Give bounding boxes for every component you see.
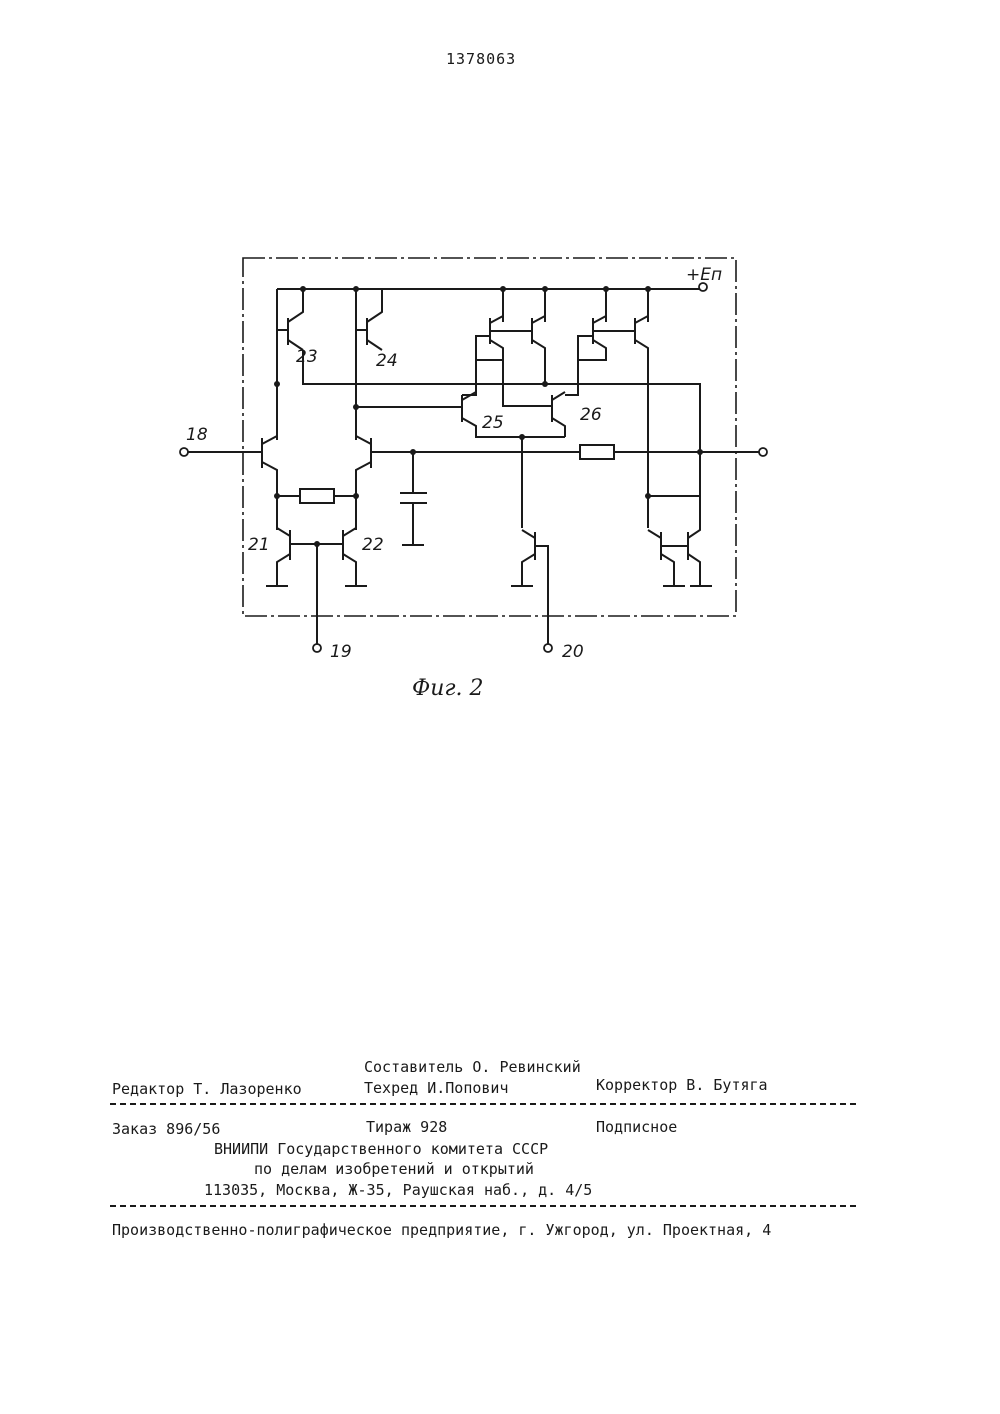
current-source-transistor: [511, 530, 548, 645]
editor: Редактор Т. Лазоренко: [112, 1080, 302, 1098]
supply-label: +Eп: [686, 265, 722, 285]
label-20: 20: [562, 642, 584, 662]
label-22: 22: [362, 535, 384, 555]
order: Заказ 896/56: [112, 1120, 220, 1138]
label-26: 26: [580, 405, 602, 425]
divider-top: [110, 1103, 856, 1105]
capacitor: [400, 452, 427, 545]
corrector: Корректор В. Бутяга: [596, 1076, 768, 1094]
label-18: 18: [186, 425, 208, 445]
input-transistor-right: [356, 436, 580, 496]
emitter-resistor: [300, 489, 334, 503]
subscription: Подписное: [596, 1118, 677, 1136]
figure-caption: Фиг. 2: [412, 676, 484, 701]
transistor-25: [462, 392, 565, 437]
circulation: Тираж 928: [366, 1118, 447, 1136]
techred: Техред И.Попович: [364, 1079, 509, 1097]
circuit-diagram: +Eп 18 19 20 21 22 23 24 25 26 Фиг. 2: [0, 0, 1000, 720]
supply-rail: [277, 283, 707, 291]
output-terminal: [759, 448, 767, 456]
transistor-26: [503, 360, 565, 437]
terminal-20: [544, 644, 552, 652]
org-line-1: ВНИИПИ Государственного комитета СССР: [214, 1140, 548, 1158]
label-19: 19: [330, 642, 352, 662]
input-terminal-18: [180, 448, 188, 456]
label-25: 25: [482, 413, 504, 433]
input-transistor-left: [186, 436, 277, 496]
output-resistor: [580, 445, 614, 459]
printer: Производственно-полиграфическое предприя…: [112, 1221, 771, 1239]
compiler: Составитель О. Ревинский: [364, 1058, 581, 1076]
label-24: 24: [376, 351, 398, 371]
org-line-2: по делам изобретений и открытий: [254, 1160, 534, 1178]
label-23: 23: [296, 347, 318, 367]
label-21: 21: [248, 535, 270, 555]
divider-bottom: [110, 1205, 856, 1207]
terminal-19: [313, 644, 321, 652]
org-line-3: 113035, Москва, Ж-35, Раушская наб., д. …: [204, 1181, 592, 1199]
